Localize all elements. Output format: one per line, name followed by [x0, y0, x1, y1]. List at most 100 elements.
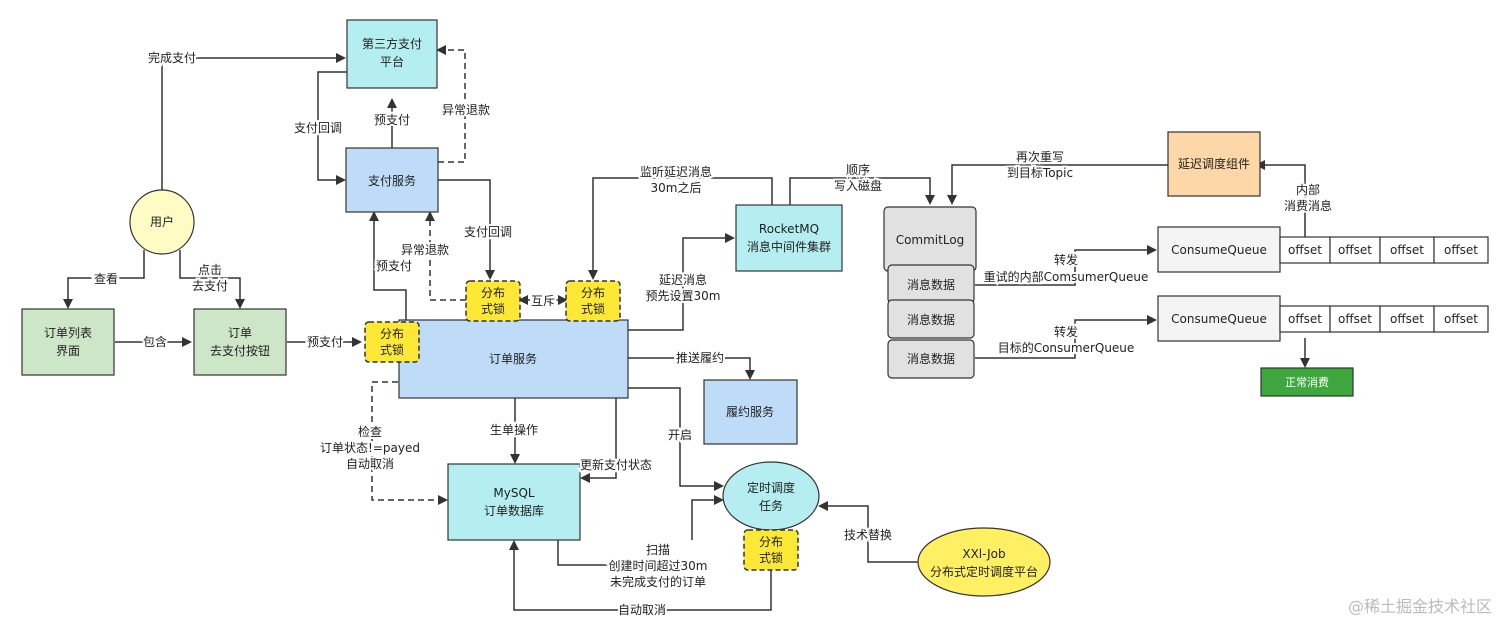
label-scan-1: 扫描	[646, 543, 670, 557]
edges	[63, 45, 1310, 611]
label-pre-pay-lower: 预支付	[376, 259, 412, 273]
edge-timer-to-mysql	[691, 495, 724, 540]
label-listen-delay-2: 30m之后	[651, 181, 702, 195]
message-cell-label: 消息数据	[907, 351, 955, 366]
mysql-line1: MySQL	[493, 486, 535, 500]
label-sequence-2: 写入磁盘	[834, 178, 882, 193]
label-click-pay-2: 去支付	[192, 279, 228, 293]
third-party-line1: 第三方支付	[362, 36, 422, 51]
lock-c-line1: 分布	[581, 286, 605, 300]
label-pay-callback-left: 支付回调	[294, 121, 342, 135]
node-xxl-job[interactable]: XXl-Job 分布式定时调度平台	[917, 527, 1051, 597]
edge-rocketmq-to-lock	[588, 177, 773, 280]
edge-labels: 完成支付 支付回调 预支付 异常退款 查看 点击 去支付 包含 预支付 预支付 …	[92, 48, 1334, 619]
edge-check-to-mysql	[371, 381, 448, 505]
node-pay-service[interactable]: 支付服务	[345, 147, 439, 213]
node-normal-consume[interactable]: 正常消费	[1260, 367, 1354, 397]
label-scan-3: 未完成支付的订单	[610, 574, 706, 589]
edge-refund-to-third-party	[436, 45, 466, 163]
label-forward-target-1: 转发	[1054, 324, 1078, 339]
lock-c[interactable]: 分布 式锁	[565, 280, 621, 322]
lock-a-line2: 式锁	[380, 342, 404, 357]
lock-a[interactable]: 分布 式锁	[364, 321, 420, 363]
label-auto-cancel: 自动取消	[618, 603, 666, 617]
fulfil-service-label: 履约服务	[726, 404, 774, 419]
order-pay-button-line1: 订单	[228, 326, 252, 340]
xxl-job-line1: XXl-Job	[962, 547, 1005, 561]
label-update-status: 更新支付状态	[580, 457, 652, 472]
node-order-list[interactable]: 订单列表 界面	[21, 308, 115, 376]
edge-auto-cancel	[509, 540, 772, 611]
node-commitlog[interactable]: CommitLog 消息数据 消息数据 消息数据	[883, 206, 977, 379]
offset-cell: offset	[1338, 312, 1372, 326]
watermark: @稀土掘金技术社区	[1348, 597, 1492, 616]
order-service-label: 订单服务	[489, 351, 537, 366]
edge-user-to-order-list	[63, 250, 145, 309]
offset-cell: offset	[1390, 243, 1424, 257]
node-user[interactable]: 用户	[129, 189, 195, 255]
offset-cell: offset	[1288, 312, 1322, 326]
node-consume-queue-2[interactable]: ConsumeQueue offset offset offset offset	[1157, 295, 1489, 342]
label-complete-pay: 完成支付	[148, 50, 196, 65]
offset-cell: offset	[1444, 312, 1478, 326]
lock-d[interactable]: 分布 式锁	[743, 529, 799, 571]
node-delay-component[interactable]: 延迟调度组件	[1167, 131, 1261, 197]
node-timer-task[interactable]: 定时调度 任务	[722, 461, 820, 531]
lock-d-line2: 式锁	[759, 550, 783, 565]
commitlog-message-2: 消息数据	[887, 299, 975, 339]
edge-user-to-third-party	[161, 53, 346, 190]
label-start: 开启	[668, 428, 692, 442]
node-order-service[interactable]: 订单服务	[398, 319, 629, 399]
label-delay-msg-2: 预先设置30m	[646, 289, 721, 303]
commitlog-message-1: 消息数据	[887, 264, 975, 304]
order-list-line2: 界面	[56, 344, 80, 358]
label-mutex: 互斥	[531, 294, 555, 308]
lock-b[interactable]: 分布 式锁	[465, 280, 521, 322]
node-fulfil-service[interactable]: 履约服务	[703, 379, 798, 445]
edge-delay-to-commitlog	[947, 164, 1168, 205]
mysql-line2: 订单数据库	[484, 503, 544, 518]
node-rocketmq[interactable]: RocketMQ 消息中间件集群	[735, 204, 843, 272]
node-order-pay-button[interactable]: 订单 去支付按钮	[193, 308, 287, 376]
label-check-1: 检查	[358, 424, 382, 439]
label-pre-pay-top: 预支付	[374, 113, 410, 127]
consume-queue-1-label: ConsumeQueue	[1171, 243, 1267, 257]
label-pre-pay-mid: 预支付	[307, 335, 343, 349]
offset-cell: offset	[1444, 243, 1478, 257]
label-internal-1: 内部	[1296, 182, 1320, 197]
edge-commitlog-to-queue2	[975, 315, 1157, 359]
node-mysql[interactable]: MySQL 订单数据库	[447, 463, 581, 541]
edge-refund-to-pay-service	[425, 211, 466, 301]
edge-xxl-to-timer	[818, 501, 918, 563]
lock-a-line1: 分布	[380, 327, 404, 341]
label-abnormal-refund-top: 异常退款	[442, 103, 490, 117]
label-push-fulfil: 推送履约	[676, 350, 724, 365]
edge-order-service-to-pay-service	[369, 211, 407, 320]
label-delay-msg-1: 延迟消息	[659, 272, 707, 287]
third-party-line2: 平台	[380, 54, 404, 69]
label-check-3: 自动取消	[346, 457, 394, 471]
pay-service-label: 支付服务	[368, 173, 416, 188]
lock-d-line1: 分布	[759, 535, 783, 549]
edge-order-service-to-timer	[628, 387, 724, 491]
label-create-order: 生单操作	[490, 422, 538, 437]
lock-b-line1: 分布	[481, 286, 505, 300]
label-abnormal-refund-mid: 异常退款	[401, 243, 449, 257]
label-internal-2: 消费消息	[1284, 198, 1332, 213]
label-forward-retry-2: 重试的内部ComsumerQueue	[984, 269, 1149, 284]
label-tech-replace: 技术替换	[844, 528, 892, 542]
node-third-party[interactable]: 第三方支付 平台	[346, 19, 438, 89]
offset-cell: offset	[1390, 312, 1424, 326]
edge-third-party-to-pay-service	[317, 71, 348, 185]
label-pay-callback-right: 支付回调	[464, 225, 512, 239]
label-listen-delay-1: 监听延迟消息	[640, 164, 712, 179]
label-sequence-1: 顺序	[846, 162, 870, 177]
edge-order-service-to-rocketmq	[628, 233, 735, 331]
label-click-pay-1: 点击	[198, 263, 222, 277]
edge-rocketmq-to-commitlog	[789, 177, 935, 205]
label-check-2: 订单状态!=payed	[320, 441, 420, 455]
node-consume-queue-1[interactable]: ConsumeQueue offset offset offset offset	[1157, 226, 1489, 273]
label-forward-retry-1: 转发	[1054, 252, 1078, 267]
edge-update-status	[580, 398, 617, 483]
commitlog-message-3: 消息数据	[887, 339, 975, 379]
